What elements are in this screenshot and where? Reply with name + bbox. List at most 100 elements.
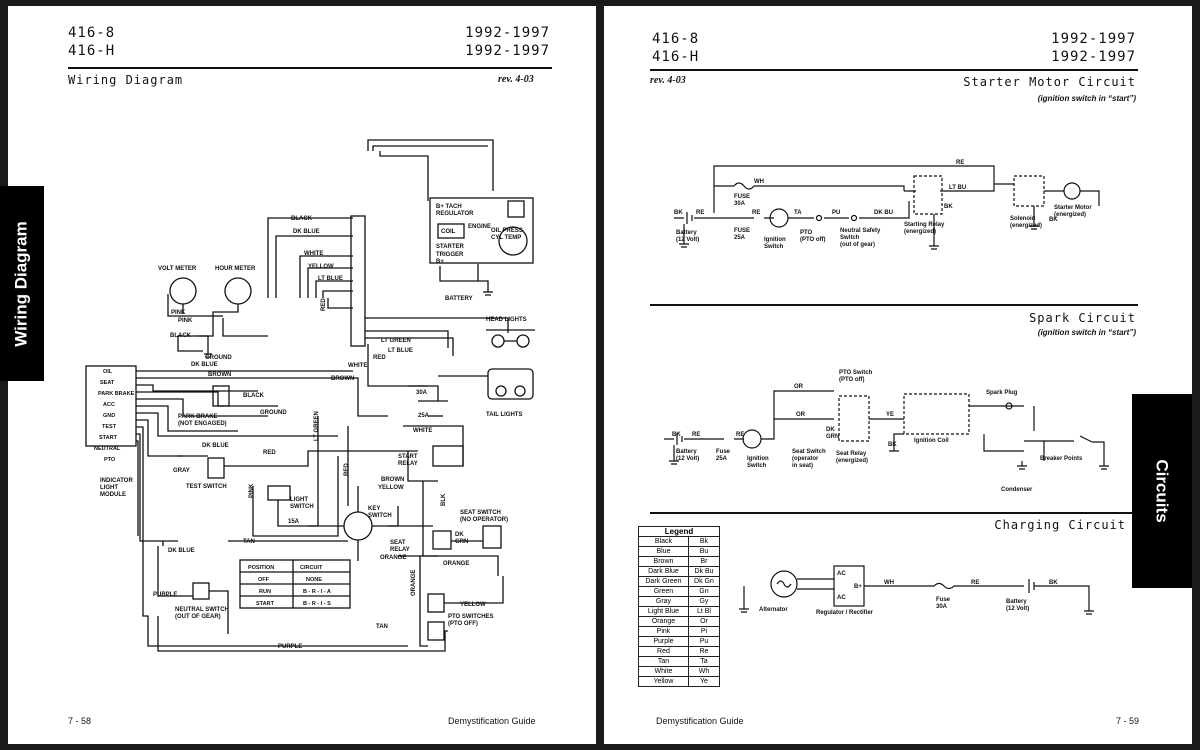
alternator-label: Alternator xyxy=(759,607,788,613)
solenoid-label: Solenoid(energized) xyxy=(1010,216,1042,229)
legend-title: Legend xyxy=(638,526,720,537)
wire-label: BLK xyxy=(441,493,447,506)
wire-label: DK BLUE xyxy=(191,362,218,368)
spark-plug-label: Spark Plug xyxy=(986,390,1018,396)
circuit-cell: NONE xyxy=(306,577,322,583)
fuse-25a-label: 25A xyxy=(418,413,430,419)
side-tab-circuits[interactable]: Circuits xyxy=(1132,394,1192,588)
pto-switch-label: PTO Switch(PTO off) xyxy=(839,370,873,383)
module-pin-label: PTO xyxy=(104,457,116,463)
model-list: 416-8 416-H xyxy=(652,30,699,66)
wire-label: WHITE xyxy=(413,428,432,434)
year-1: 1992-1997 xyxy=(465,25,550,41)
legend-color: Orange xyxy=(638,616,689,627)
wire-label: BLACK xyxy=(291,216,313,222)
spark-circuit-note: (ignition switch in “start”) xyxy=(1037,328,1136,337)
wire-label: DK BLUE xyxy=(168,548,195,554)
battery-label: Battery(12 Volt) xyxy=(1006,599,1029,612)
module-pin-label: PARK BRAKE xyxy=(98,391,135,397)
wire-label: BK xyxy=(944,204,953,210)
tail-lights-label: TAIL LIGHTS xyxy=(486,412,522,418)
legend-color: White xyxy=(638,666,689,677)
side-tab-wiring[interactable]: Wiring Diagram xyxy=(0,186,44,381)
wire-label: OR xyxy=(796,412,806,418)
wire-label: RED xyxy=(263,450,276,456)
year-1: 1992-1997 xyxy=(1051,31,1136,47)
starter-circuit-title: Starter Motor Circuit xyxy=(963,75,1136,89)
module-pin-label: ACC xyxy=(103,402,115,408)
wire-label: RE xyxy=(752,210,760,216)
wire-label: BLACK xyxy=(243,393,265,399)
wiring-diagram: BLACK DK BLUE WHITE YELLOW LT BLUE LT GR… xyxy=(85,139,535,652)
year-list: 1992-1997 1992-1997 xyxy=(465,24,550,60)
wire-label: PURPLE xyxy=(278,644,302,650)
wire-label: BK xyxy=(672,432,681,438)
position-cell: RUN xyxy=(259,589,271,595)
fuse-15a-label: 15A xyxy=(288,519,300,525)
ac-label: AC xyxy=(837,571,846,577)
starter-label: STARTER xyxy=(436,244,465,250)
wire-label: BROWN xyxy=(331,376,354,382)
year-2: 1992-1997 xyxy=(465,43,550,59)
legend-code: Gy xyxy=(687,596,721,607)
spark-circuit-title: Spark Circuit xyxy=(1029,311,1136,325)
legend-color: Dark Blue xyxy=(638,566,689,577)
section-rule xyxy=(650,512,1138,514)
page-title: Wiring Diagram xyxy=(68,73,184,87)
legend-code: Br xyxy=(687,556,721,567)
charging-circuit-diagram: AC B+ AC WH RE BK Alternator Regulator /… xyxy=(739,565,1094,616)
wire-label: TAN xyxy=(243,539,255,545)
breaker-points-label: Breaker Points xyxy=(1040,456,1083,462)
spark-circuit-diagram: PTO Switch(PTO off) OR OR YE Spark Plug … xyxy=(664,370,1109,493)
model-1: 416-8 xyxy=(68,25,116,41)
b-plus-label: B+ xyxy=(854,584,862,590)
wire-label: WH xyxy=(884,580,894,586)
wire-label: YELLOW xyxy=(460,602,486,608)
wire-label: YELLOW xyxy=(308,264,334,270)
model-1: 416-8 xyxy=(652,31,700,47)
section-rule xyxy=(650,304,1138,306)
legend-code: Dk Bu xyxy=(687,566,721,577)
wire-label: PURPLE xyxy=(153,592,177,598)
header-rule xyxy=(68,67,552,69)
right-page: 416-8 416-H 1992-1997 1992-1997 rev. 4-0… xyxy=(604,6,1192,744)
starter-circuit-note: (ignition switch in “start”) xyxy=(1037,94,1136,103)
wire-label: RED xyxy=(344,463,350,476)
wire-label: GROUND xyxy=(260,410,287,416)
wire-label: ORANGE xyxy=(411,570,417,596)
charging-circuit-title: Charging Circuit xyxy=(994,518,1126,532)
wire-label: BROWN xyxy=(381,477,404,483)
wire-label: PINK xyxy=(249,483,255,498)
regulator-label: Regulator / Rectifier xyxy=(816,610,874,616)
model-list: 416-8 416-H xyxy=(68,24,115,60)
legend-color: Tan xyxy=(638,656,689,667)
legend-color: Dark Green xyxy=(638,576,689,587)
legend-code: Pi xyxy=(687,626,721,637)
wire-label: RE xyxy=(956,160,964,166)
module-pin-label: START xyxy=(99,435,118,441)
legend-code: Re xyxy=(687,646,721,657)
legend-code: Bu xyxy=(687,546,721,557)
battery-label: BATTERY xyxy=(445,296,473,302)
wire-label: GRAY xyxy=(173,468,190,474)
neutral-switch-label: NEUTRAL SWITCH(OUT OF GEAR) xyxy=(175,607,229,620)
motor-label: Starter Motor(energized) xyxy=(1054,205,1092,218)
legend-code: Lt Bl xyxy=(687,606,721,617)
test-switch-label: TEST SWITCH xyxy=(186,484,227,490)
